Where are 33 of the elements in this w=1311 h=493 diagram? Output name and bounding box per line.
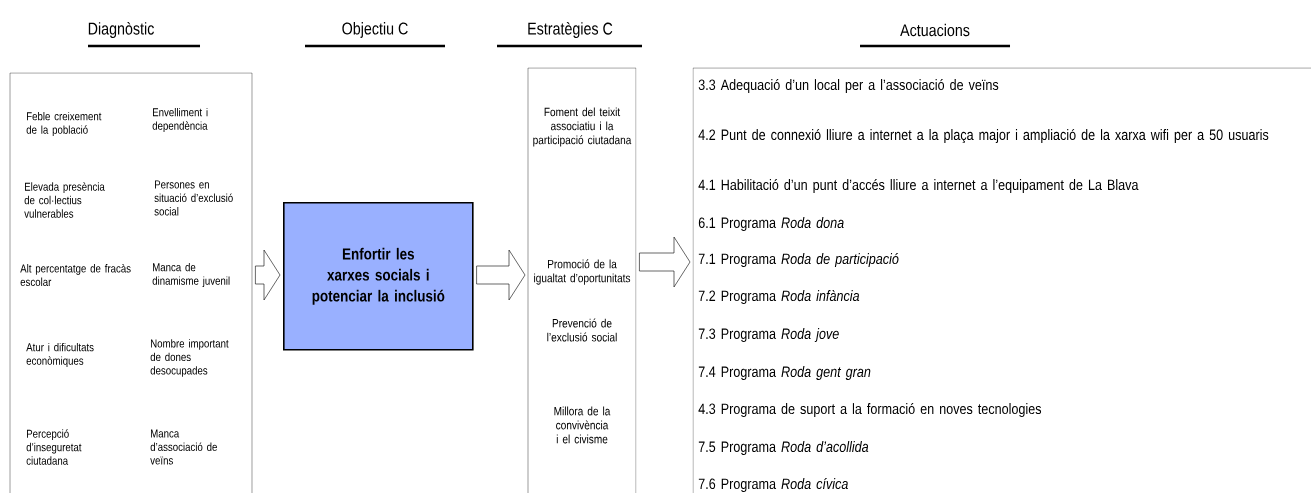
problem-text: Alt percentatge de fracàs escolar (20, 263, 131, 287)
action-item: 7.4 Programa Roda gent gran (698, 366, 871, 380)
problem-text: Feble creixement de la població (26, 111, 102, 137)
action-item: 4.3 Programa de suport a la formació en noves tecnologies (698, 402, 1042, 418)
action-item: 7.5 Programa Roda d’acollida (698, 441, 869, 455)
block-arrow (476, 249, 526, 301)
problem-text: Envelliment i dependència (152, 107, 208, 133)
strategy-text: Millora de la convivència i el civisme (554, 406, 611, 444)
strategy-text: Prevenció de l’exclusió social (547, 318, 617, 342)
action-item: 4.1 Habilitació d’un punt d’accés lliure a internet a l’equipament de La Blava (698, 178, 1139, 194)
column-heading: Diagnòstic (88, 22, 154, 39)
block-arrow (255, 249, 281, 301)
problem-text: Manca d’associació de veïns (150, 429, 217, 465)
objective-box: Enfortir les xarxes socials i potenciar la inclusió (283, 202, 474, 351)
strategy-text: Promoció de la igualtat d’oportunitats (534, 259, 631, 285)
problem-text: Atur i dificultats econòmiques (26, 342, 94, 368)
block-arrow (639, 236, 691, 288)
action-item: 7.2 Programa Roda infància (698, 289, 860, 305)
problem-text: Persones en situació d’exclusió social (154, 180, 233, 216)
action-item: 7.3 Programa Roda jove (698, 328, 839, 342)
problem-text: Manca de dinamisme juvenil (152, 262, 230, 288)
column-heading: Actuacions (900, 23, 970, 37)
action-item: 7.1 Programa Roda de participació (698, 252, 899, 268)
strategy-text: Foment del teixit associatiu i la participació ciutadana (533, 107, 632, 147)
problem-text: Nombre important de dones desocupades (150, 339, 229, 377)
column-heading: Estratègies C (528, 22, 613, 39)
action-item: 4.2 Punt de connexió lliure a internet a la plaça major i ampliació de la xarxa wifi per a 50 usuaris (698, 128, 1269, 144)
action-item: 3.3 Adequació d’un local per a l’associació de veïns (698, 78, 999, 94)
problem-text: Percepció d’inseguretat ciutadana (26, 429, 82, 465)
problem-text: Elevada presència de col·lectius vulnerables (24, 182, 105, 218)
action-item: 7.6 Programa Roda cívica (698, 477, 848, 493)
action-item: 6.1 Programa Roda dona (698, 217, 844, 231)
column-heading: Objectiu C (342, 22, 408, 38)
